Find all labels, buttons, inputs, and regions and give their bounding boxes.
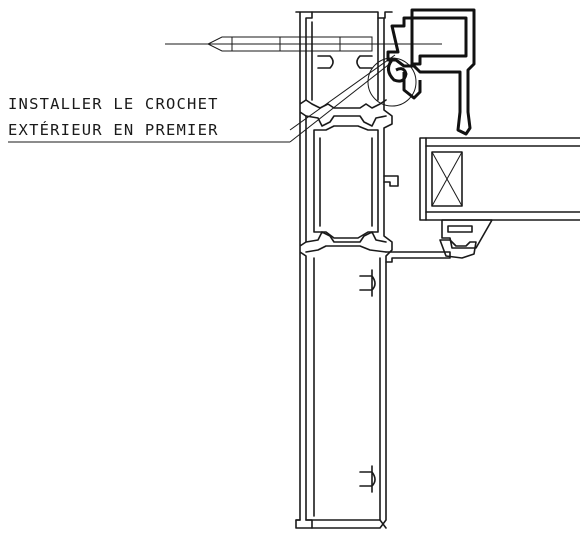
mullion-profile (295, 11, 451, 529)
annotation-leader (8, 54, 417, 143)
glazing-unit (419, 137, 580, 259)
hook-profile (386, 8, 476, 136)
spacer-bar (431, 151, 463, 207)
screw (165, 36, 442, 52)
annotation-line-2: EXTÉRIEUR EN PREMIER (8, 121, 219, 139)
annotation-line-1: INSTALLER LE CROCHET (8, 95, 219, 113)
detail-circle (367, 57, 417, 107)
